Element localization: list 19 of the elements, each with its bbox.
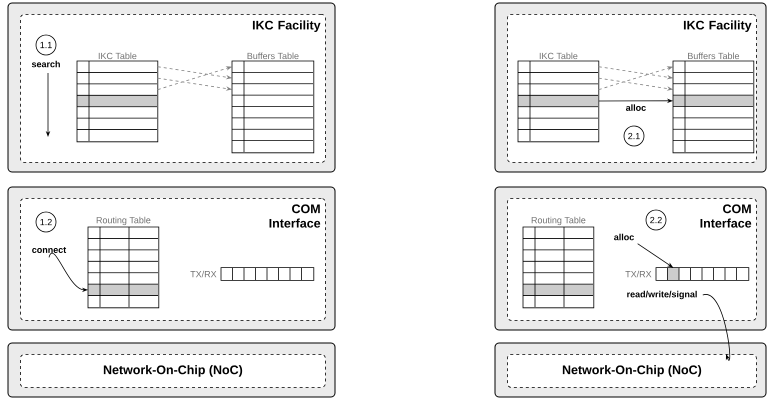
table-title: Routing Table	[532, 216, 586, 226]
panel-title: Network-On-Chip (NoC)	[104, 365, 242, 377]
step-label: alloc	[614, 234, 634, 240]
step-label: connect	[32, 247, 66, 253]
panel-title: Network-On-Chip (NoC)	[562, 365, 702, 377]
step-label: search	[32, 60, 60, 68]
table-title: IKC Table	[540, 52, 578, 60]
panel-title: IKC Facility	[684, 20, 752, 32]
table-title: Buffers Table	[688, 52, 740, 60]
table-title: Routing Table	[96, 216, 150, 226]
step-label: read/write/signal	[627, 290, 697, 300]
buffer-label: TX/RX	[190, 270, 216, 278]
table-title: Buffers Table	[248, 52, 299, 60]
panel-title: COM Interface	[270, 204, 320, 228]
table-title: IKC Table	[98, 52, 136, 60]
arrow	[702, 294, 730, 361]
buffer-label: TX/RX	[625, 270, 652, 278]
panel-title: COM Interface	[700, 204, 752, 228]
panel-title: IKC Facility	[252, 20, 321, 32]
